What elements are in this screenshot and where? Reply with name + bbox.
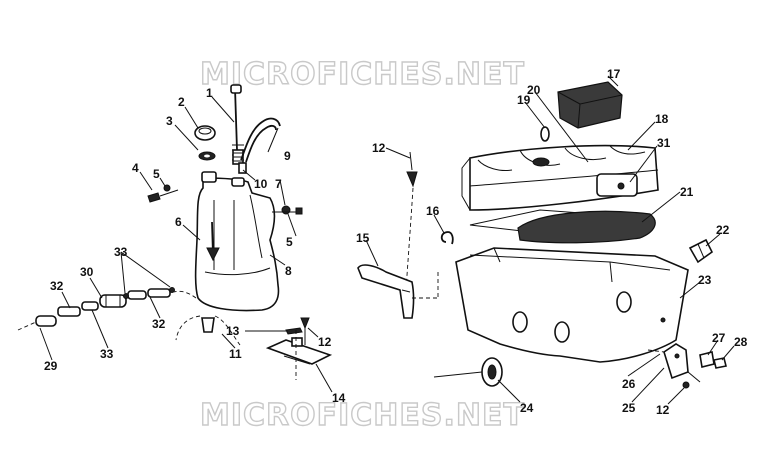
tank-neck <box>231 177 245 187</box>
fuel-tank <box>194 177 280 312</box>
callout-7: 7 <box>275 177 282 191</box>
fuel-fitting <box>238 162 247 174</box>
callout-14: 14 <box>332 391 346 405</box>
callout-28: 28 <box>734 335 748 349</box>
callout-30: 30 <box>80 265 94 279</box>
watermark-bottom: MICROFICHES.NET <box>200 398 525 433</box>
screw-7 <box>295 207 303 215</box>
bracket-25 <box>663 343 689 380</box>
foam-filter-17 <box>557 81 623 129</box>
fuel-line-section <box>147 288 171 298</box>
callout-3: 3 <box>166 114 173 128</box>
callout-32a: 32 <box>50 279 64 293</box>
fuel-tank-assembly <box>17 84 333 380</box>
outlet-valve <box>201 317 215 333</box>
fuel-filter-30 <box>99 294 127 308</box>
callout-1: 1 <box>206 86 213 100</box>
callout-17: 17 <box>607 67 621 81</box>
callout-numbers: 1 2 3 4 5 6 7 5 8 9 10 11 13 12 14 33 30… <box>44 67 748 417</box>
callout-20: 20 <box>527 83 541 97</box>
spacer-27 <box>699 351 715 368</box>
callout-18: 18 <box>655 112 669 126</box>
hose-clamp-33 <box>81 301 99 311</box>
mounting-bracket <box>265 339 333 365</box>
callout-4: 4 <box>132 161 139 175</box>
watermark-top: MICROFICHES.NET <box>200 57 525 92</box>
bracket-stud <box>291 337 303 347</box>
callout-9: 9 <box>284 149 291 163</box>
callout-12b: 12 <box>318 335 332 349</box>
filler-neck <box>201 171 217 183</box>
callout-16: 16 <box>426 204 440 218</box>
callout-6: 6 <box>175 215 182 229</box>
callout-27: 27 <box>712 331 726 345</box>
callout-22: 22 <box>716 223 730 237</box>
air-box-assembly <box>357 81 727 389</box>
callout-12c: 12 <box>656 403 670 417</box>
callout-19: 19 <box>517 93 531 107</box>
callout-5a: 5 <box>153 167 160 181</box>
callout-33a: 33 <box>114 245 128 259</box>
washer-5a <box>163 184 171 192</box>
bolt-28 <box>713 357 727 369</box>
callout-11: 11 <box>229 347 242 361</box>
screw-4 <box>147 192 161 203</box>
callout-8: 8 <box>285 264 292 278</box>
callout-12a: 12 <box>372 141 386 155</box>
callout-5b: 5 <box>286 235 293 249</box>
fuel-gauge-head <box>230 84 242 94</box>
spring-clip-16 <box>440 231 454 245</box>
airbox-hole-2 <box>554 321 570 343</box>
callout-15: 15 <box>356 231 370 245</box>
callout-10: 10 <box>254 177 268 191</box>
airbox-base <box>455 247 689 363</box>
bracket-15 <box>357 264 415 319</box>
washer-5b <box>281 205 291 215</box>
callout-29: 29 <box>44 359 58 373</box>
nut-12c <box>682 381 690 389</box>
callout-33b: 33 <box>100 347 114 361</box>
grommet-19 <box>540 126 550 142</box>
callout-21: 21 <box>680 185 694 199</box>
foam-filter-21 <box>517 210 656 244</box>
screw-12a <box>406 171 418 188</box>
callout-32b: 32 <box>152 317 166 331</box>
callout-26: 26 <box>622 377 636 391</box>
callout-23: 23 <box>698 273 712 287</box>
screw-13 <box>285 327 303 335</box>
leader-lines <box>39 75 735 405</box>
airbox-hole-1 <box>512 311 528 333</box>
fuel-line-end-29 <box>35 315 57 327</box>
screw-12b <box>300 317 310 330</box>
airbox-hole-3 <box>616 291 632 313</box>
callout-31: 31 <box>657 136 671 150</box>
callout-25: 25 <box>622 401 636 415</box>
callout-13: 13 <box>226 324 240 338</box>
callout-2: 2 <box>178 95 185 109</box>
fuel-line-32 <box>57 306 81 317</box>
arrow-icon <box>206 247 220 262</box>
fuel-line-clamp <box>127 290 147 300</box>
cover-badge <box>596 173 638 197</box>
callout-24: 24 <box>520 401 534 415</box>
grommet-base <box>532 157 550 167</box>
